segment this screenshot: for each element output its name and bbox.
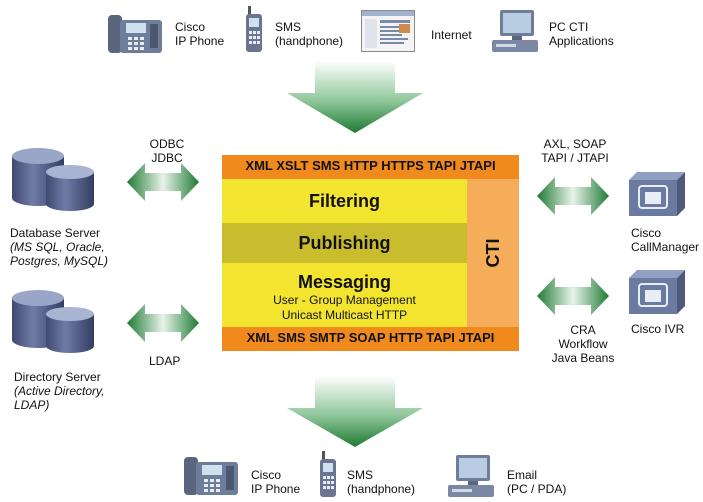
database-server-icon <box>8 146 98 212</box>
pc-cti-label-line1: PC CTI <box>549 20 589 34</box>
publishing-label: Publishing <box>298 233 391 253</box>
filtering-label: Filtering <box>309 191 380 211</box>
db-double-arrow-icon <box>127 163 199 201</box>
directory-server-label: Directory Server (Active Directory, LDAP… <box>14 370 104 412</box>
jdbc-label: JDBC <box>151 151 183 165</box>
messaging-band: Messaging User - Group Management Unicas… <box>222 263 467 327</box>
cti-column: CTI <box>467 179 519 327</box>
top-sms-label: SMS (handphone) <box>275 20 343 48</box>
top-phone-label-line1: Cisco <box>175 20 206 34</box>
top-phone-icon <box>106 12 164 56</box>
axl-soap-line2: TAPI / JTAPI <box>541 151 609 165</box>
callmanager-icon <box>625 172 687 216</box>
ldap-double-arrow-icon <box>127 304 199 342</box>
platform-block: XML XSLT SMS HTTP HTTPS TAPI JTAPI Filte… <box>222 155 519 351</box>
bottom-handphone-icon <box>318 451 338 499</box>
messaging-sub1: User - Group Management <box>273 293 416 307</box>
top-handphone-icon <box>244 6 264 54</box>
bottom-sms-label: SMS (handphone) <box>347 468 415 496</box>
email-label-line2: (PC / PDA) <box>507 482 567 496</box>
callmanager-label-line1: Cisco <box>631 226 662 240</box>
directory-server-title: Directory Server <box>14 370 101 384</box>
directory-server-sub1: (Active Directory, <box>14 384 105 398</box>
publishing-band: Publishing <box>222 223 467 263</box>
bottom-phone-label-line1: Cisco <box>251 468 282 482</box>
callmanager-double-arrow-icon <box>537 177 609 215</box>
directory-server-sub2: LDAP) <box>14 398 50 412</box>
ldap-label: LDAP <box>149 354 181 368</box>
internet-browser-icon <box>361 10 415 52</box>
bottom-sms-label-line2: (handphone) <box>347 482 416 496</box>
axl-soap-line1: AXL, SOAP <box>543 137 607 151</box>
cra-line1: CRA <box>570 323 596 337</box>
bottom-protocol-bar: XML SMS SMTP SOAP HTTP TAPI JTAPI <box>222 327 519 351</box>
cra-line3: Java Beans <box>551 351 615 365</box>
bottom-phone-icon <box>182 454 240 498</box>
database-server-sub2: Postgres, MySQL) <box>10 254 109 268</box>
directory-server-icon <box>8 288 98 354</box>
cra-line2: Workflow <box>558 337 608 351</box>
core-area: Filtering Publishing Messaging User - Gr… <box>222 179 519 327</box>
cisco-ivr-label: Cisco IVR <box>631 322 685 336</box>
odbc-jdbc-label: ODBC JDBC <box>147 137 187 165</box>
messaging-label: Messaging <box>297 272 392 292</box>
bottom-phone-label: Cisco IP Phone <box>251 468 300 496</box>
top-sms-label-line1: SMS <box>275 20 302 34</box>
bottom-down-arrow-icon <box>285 376 425 448</box>
cisco-ivr-icon <box>625 270 687 314</box>
top-sms-label-line2: (handphone) <box>275 34 344 48</box>
email-label: Email (PC / PDA) <box>507 468 566 496</box>
axl-soap-label: AXL, SOAP TAPI / JTAPI <box>534 137 616 165</box>
email-pc-icon <box>448 455 496 499</box>
callmanager-label: Cisco CallManager <box>631 226 699 254</box>
bottom-phone-label-line2: IP Phone <box>251 482 301 496</box>
database-server-title: Database Server <box>10 226 101 240</box>
top-phone-label-line2: IP Phone <box>175 34 225 48</box>
top-down-arrow-icon <box>285 61 425 134</box>
bottom-sms-label-line1: SMS <box>347 468 374 482</box>
messaging-sub2: Unicast Multicast HTTP <box>281 308 408 322</box>
internet-label: Internet <box>431 28 472 42</box>
database-server-sub1: (MS SQL, Oracle, <box>10 240 105 254</box>
callmanager-label-line2: CallManager <box>631 240 700 254</box>
top-phone-label: Cisco IP Phone <box>175 20 224 48</box>
email-label-line1: Email <box>507 468 538 482</box>
ivr-double-arrow-icon <box>537 277 609 315</box>
database-server-label: Database Server (MS SQL, Oracle, Postgre… <box>10 226 108 268</box>
pc-cti-label-line2: Applications <box>549 34 614 48</box>
pc-cti-icon <box>492 10 540 54</box>
cti-label: CTI <box>483 238 503 268</box>
pc-cti-label: PC CTI Applications <box>549 20 614 48</box>
cra-label: CRA Workflow Java Beans <box>547 323 619 365</box>
odbc-label: ODBC <box>149 137 185 151</box>
top-protocol-bar: XML XSLT SMS HTTP HTTPS TAPI JTAPI <box>222 155 519 179</box>
filtering-band: Filtering <box>222 179 467 223</box>
